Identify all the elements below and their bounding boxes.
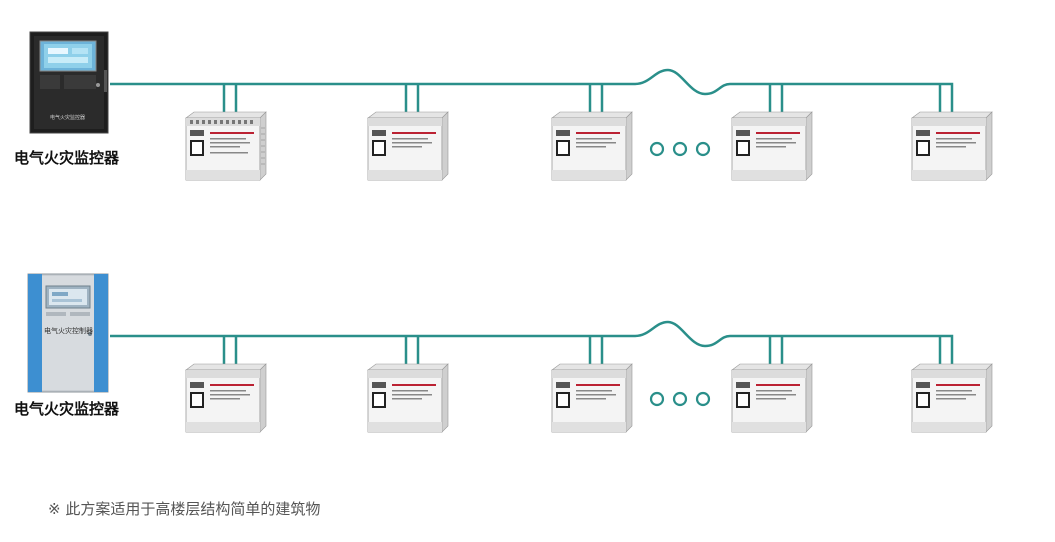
controller-panel-text: 电气火灾监控器 — [50, 115, 86, 121]
footnote: ※ 此方案适用于高楼层结构简单的建筑物 — [48, 500, 321, 518]
module-icon — [731, 111, 813, 181]
row-1: 电气火灾监控器 电气火灾监控器 — [0, 0, 1055, 230]
module-icon — [731, 363, 813, 433]
module-icon — [551, 363, 633, 433]
controller-cabinet-icon — [29, 31, 109, 134]
module-icon — [367, 111, 449, 181]
module-icon — [551, 111, 633, 181]
controller-cabinet-icon — [27, 273, 109, 393]
module-icon — [911, 363, 993, 433]
module-icon — [185, 111, 267, 181]
bus-line — [110, 320, 954, 364]
row-2: 电气火灾控制器 电气火灾监控器 — [0, 250, 1055, 470]
bus-line — [110, 68, 954, 112]
controller-label: 电气火灾监控器 — [14, 400, 120, 418]
module-icon — [911, 111, 993, 181]
ellipsis-icon — [649, 391, 711, 407]
module-icon — [185, 363, 267, 433]
controller-label: 电气火灾监控器 — [14, 149, 120, 167]
module-icon — [367, 363, 449, 433]
ellipsis-icon — [649, 141, 711, 157]
controller-panel-text: 电气火灾控制器 — [44, 327, 93, 335]
